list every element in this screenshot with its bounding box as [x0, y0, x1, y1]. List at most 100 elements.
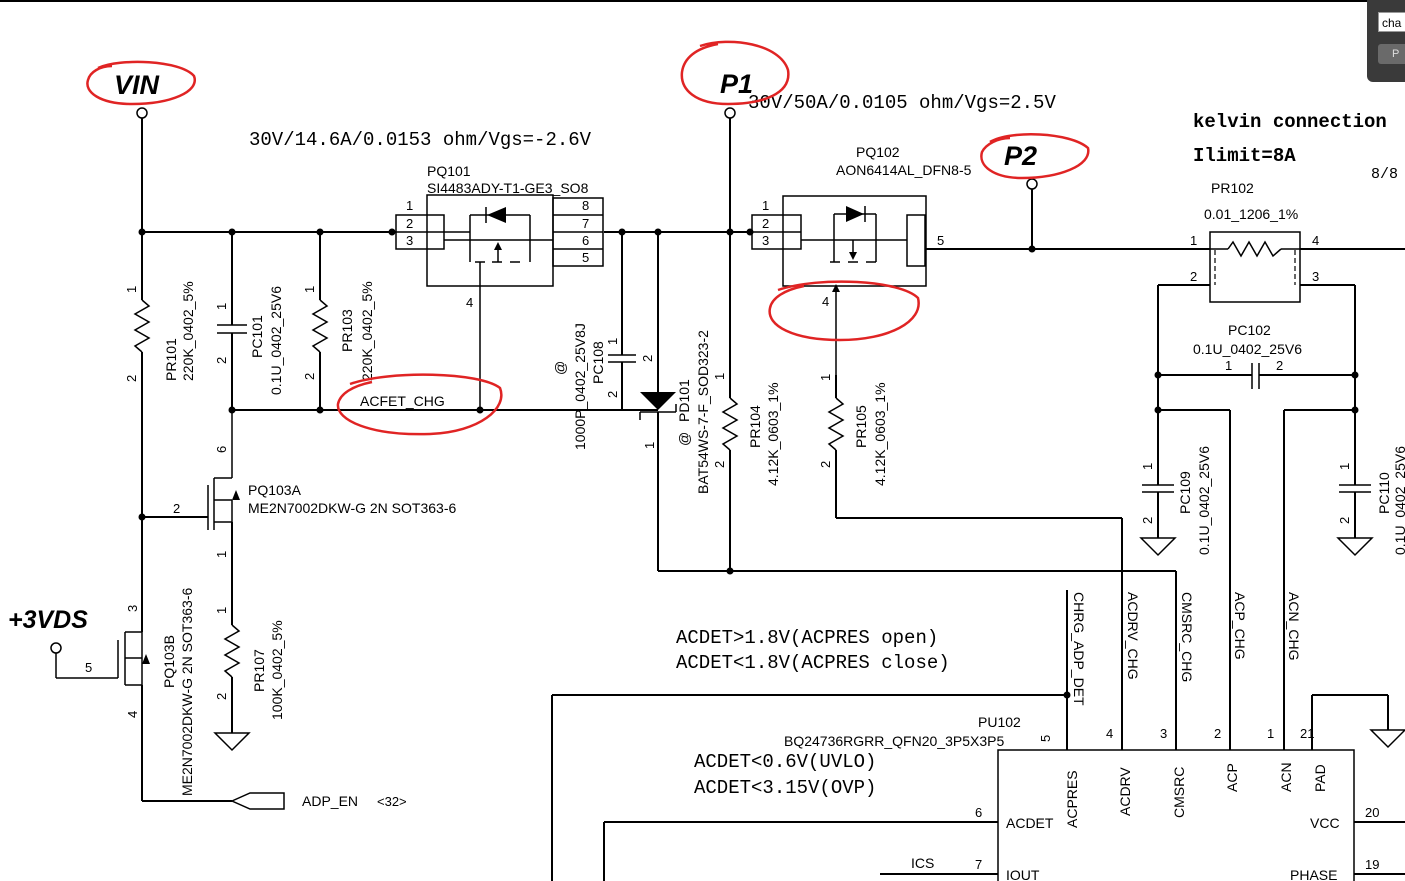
acfet-net: ACFET_CHG	[228, 393, 658, 414]
svg-text:2: 2	[214, 357, 229, 364]
pc102-ref: PC102	[1228, 322, 1271, 338]
ilimit-note: Ilimit=8A	[1193, 145, 1296, 167]
pin-acpres: ACPRES	[1064, 770, 1080, 828]
pr103-value: 220K_0402_5%	[359, 281, 375, 381]
pin-phase: PHASE	[1290, 867, 1337, 881]
p2-highlight-circle	[980, 133, 1090, 180]
pin-iout: IOUT	[1006, 867, 1040, 881]
search-button[interactable]: P	[1378, 44, 1405, 64]
acn-label: ACN_CHG	[1286, 592, 1302, 660]
svg-text:3: 3	[125, 605, 140, 612]
vin-rail	[136, 107, 1405, 253]
pr101-resistor: 1 2 PR101 220K_0402_5%	[124, 232, 196, 517]
p1-label: P1	[720, 69, 753, 99]
svg-text:3: 3	[406, 233, 413, 248]
svg-text:2: 2	[1214, 726, 1221, 741]
pq102-mosfet: 1 2 3 5 4 PQ102 AON6414AL_DFN8-5	[751, 144, 972, 375]
svg-text:2: 2	[605, 391, 620, 398]
acfet-label: ACFET_CHG	[360, 393, 445, 409]
svg-text:2: 2	[173, 501, 180, 516]
pq102-gate-highlight-circle	[768, 280, 920, 342]
pc108-option: @	[552, 361, 568, 375]
p2-label: P2	[1004, 141, 1037, 171]
uvlo-note: ACDET<0.6V(UVLO)	[694, 751, 876, 773]
pu102-ic: 5 4 3 2 1 21 6 7 20 19 ACPRES ACDRV CMSR…	[603, 694, 1405, 881]
pc110-value: 0.1U_0402_25V6	[1392, 446, 1405, 555]
pq101-ref: PQ101	[427, 163, 471, 179]
pd101-ref: PD101	[676, 379, 692, 422]
pc109-value: 0.1U_0402_25V6	[1196, 446, 1212, 555]
vds-label: +3VDS	[8, 606, 88, 634]
pr102-ref: PR102	[1211, 180, 1254, 196]
pq103a-mosfet: 2 6 1 PQ103A ME2N7002DKW-G 2N SOT363-6	[138, 410, 456, 625]
svg-text:2: 2	[818, 461, 833, 468]
pc109-ref: PC109	[1177, 471, 1193, 514]
svg-text:19: 19	[1365, 857, 1379, 872]
pc108-value: 1000P_0402_25V8J	[572, 323, 588, 450]
svg-text:2: 2	[302, 373, 317, 380]
pq103b-mosfet: 5 3 4 PQ103B ME2N7002DKW-G 2N SOT363-6 A…	[50, 517, 407, 810]
pq103b-part: ME2N7002DKW-G 2N SOT363-6	[179, 588, 195, 796]
q1-spec-note: 30V/14.6A/0.0153 ohm/Vgs=-2.6V	[249, 129, 592, 151]
svg-text:1: 1	[642, 442, 657, 449]
chrg-adp-det-label: CHRG_ADP_DET	[1071, 592, 1087, 706]
acdet-close-note: ACDET<1.8V(ACPRES close)	[676, 652, 950, 674]
svg-text:2: 2	[640, 355, 655, 362]
pr105-value: 4.12K_0603_1%	[872, 382, 888, 486]
svg-text:2: 2	[1190, 269, 1197, 284]
svg-text:2: 2	[1276, 358, 1283, 373]
pq101-mosfet: 1 2 3 8 7 6 5 4 PQ101 SI4483ADY-T1-GE3_S…	[395, 163, 604, 410]
pr105-ref: PR105	[853, 405, 869, 448]
svg-text:5: 5	[85, 660, 92, 675]
svg-text:4: 4	[125, 711, 140, 718]
svg-text:2: 2	[406, 216, 413, 231]
pin-acp: ACP	[1224, 763, 1240, 792]
pin-acn: ACN	[1278, 762, 1294, 792]
pq101-part: SI4483ADY-T1-GE3_SO8	[427, 180, 589, 196]
adp-en-label: ADP_EN	[302, 793, 358, 809]
svg-text:1: 1	[1190, 233, 1197, 248]
svg-text:1: 1	[1337, 463, 1352, 470]
ovp-note: ACDET<3.15V(OVP)	[694, 777, 876, 799]
svg-text:3: 3	[1160, 726, 1167, 741]
svg-text:1: 1	[605, 338, 620, 345]
pd101-value: BAT54WS-7-F_SOD323-2	[695, 330, 711, 494]
pc110-capacitor: 1 2 PC110 0.1U_0402_25V6	[1336, 446, 1405, 557]
svg-text:20: 20	[1365, 805, 1379, 820]
pin-acdet: ACDET	[1006, 815, 1054, 831]
svg-text:21: 21	[1300, 726, 1314, 741]
svg-text:4: 4	[1312, 233, 1319, 248]
p1-highlight-circle	[680, 40, 790, 106]
pr103-ref: PR103	[339, 309, 355, 352]
svg-text:2: 2	[1337, 517, 1352, 524]
svg-text:2: 2	[712, 461, 727, 468]
search-input[interactable]: cha	[1378, 12, 1405, 32]
svg-text:4: 4	[822, 294, 829, 309]
pc110-ref: PC110	[1376, 472, 1392, 514]
pr104-resistor: 1 2 PR104 4.12K_0603_1%	[712, 232, 781, 575]
svg-text:1: 1	[214, 303, 229, 310]
page-fragment: 8/8	[1371, 166, 1398, 183]
svg-text:3: 3	[1312, 269, 1319, 284]
vin-highlight-circle	[86, 60, 196, 106]
pr102-resistor: 1 4 2 3 PR102 0.01_1206_1%	[1157, 180, 1356, 465]
acfet-highlight-circle	[336, 373, 503, 436]
pc101-ref: PC101	[249, 315, 265, 358]
pr101-value: 220K_0402_5%	[180, 281, 196, 381]
kelvin-note: kelvin connection	[1193, 111, 1387, 133]
pu102-part: BQ24736RGRR_QFN20_3P5X3P5	[784, 733, 1004, 749]
svg-text:6: 6	[214, 446, 229, 453]
svg-text:5: 5	[937, 233, 944, 248]
pq103b-ref: PQ103B	[161, 635, 177, 688]
pq102-part: AON6414AL_DFN8-5	[836, 162, 972, 178]
pr104-value: 4.12K_0603_1%	[765, 382, 781, 486]
vin-label: VIN	[114, 70, 160, 100]
pin-cmsrc: CMSRC	[1171, 767, 1187, 818]
svg-text:7: 7	[975, 857, 982, 872]
svg-text:1: 1	[762, 198, 769, 213]
adp-en-ref: <32>	[377, 794, 407, 809]
pc109-capacitor: 1 2 PC109 0.1U_0402_25V6	[1139, 446, 1212, 557]
svg-text:6: 6	[582, 233, 589, 248]
svg-text:1: 1	[1267, 726, 1274, 741]
svg-text:6: 6	[975, 805, 982, 820]
